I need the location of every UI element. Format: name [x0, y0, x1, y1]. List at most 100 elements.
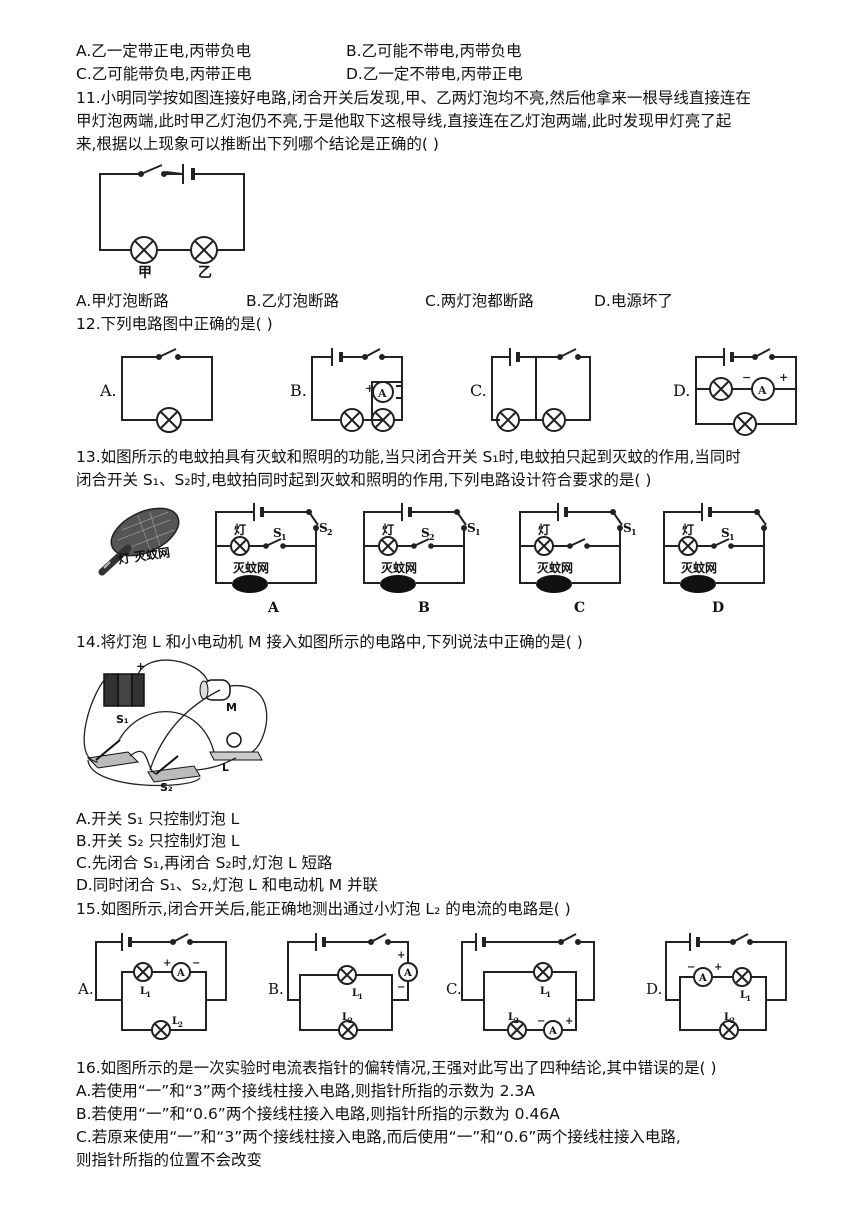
svg-text:S: S: [721, 526, 730, 540]
q14-option-b: B.开关 S₂ 只控制灯泡 L: [76, 832, 240, 850]
svg-text:L: L: [540, 986, 547, 997]
svg-text:1: 1: [475, 527, 481, 537]
svg-text:1: 1: [729, 532, 735, 542]
q14-option-c: C.先闭合 S₁,再闭合 S₂时,灯泡 L 短路: [76, 854, 333, 872]
q12-label-b: B.: [290, 381, 307, 400]
svg-text:A: A: [403, 968, 412, 979]
q15-label-d: D.: [646, 980, 663, 998]
svg-text:L: L: [172, 1016, 179, 1027]
q12-label-c: C.: [470, 381, 487, 400]
svg-text:D: D: [712, 600, 724, 616]
q14-option-d: D.同时闭合 S₁、S₂,灯泡 L 和电动机 M 并联: [76, 876, 379, 894]
svg-text:1: 1: [746, 994, 751, 1003]
svg-text:A: A: [548, 1026, 557, 1037]
q14-label-s1: S₁: [116, 713, 129, 726]
svg-text:B: B: [418, 600, 430, 616]
svg-text:2: 2: [327, 527, 333, 537]
svg-text:+: +: [397, 950, 405, 961]
svg-text:C: C: [574, 600, 585, 616]
svg-text:+: +: [136, 660, 145, 673]
svg-text:灯: 灯: [682, 522, 694, 537]
q11-lamp-label-yi: 乙: [198, 265, 212, 281]
q10-option-b: B.乙可能不带电,丙带负电: [346, 42, 522, 60]
svg-text:S: S: [319, 521, 328, 535]
svg-text:−: −: [397, 982, 405, 993]
q14-stem: 14.将灯泡 L 和小电动机 M 接入如图所示的电路中,下列说法中正确的是( ): [76, 633, 583, 651]
q10-option-c: C.乙可能带负电,丙带正电: [76, 65, 252, 83]
svg-text:灯: 灯: [382, 522, 394, 537]
q13-stem-line2: 闭合开关 S₁、S₂时,电蚊拍同时起到灭蚊和照明的作用,下列电路设计符合要求的是…: [76, 471, 652, 489]
q16-stem: 16.如图所示的是一次实验时电流表指针的偏转情况,王强对此写出了四种结论,其中错…: [76, 1059, 717, 1077]
q11-option-b: B.乙灯泡断路: [246, 292, 340, 310]
svg-text:+: +: [714, 962, 722, 973]
svg-text:灭蚊网: 灭蚊网: [232, 560, 269, 575]
svg-text:−: −: [192, 958, 200, 969]
svg-text:S: S: [467, 521, 476, 535]
svg-text:1: 1: [631, 527, 637, 537]
svg-text:L: L: [352, 988, 359, 999]
svg-text:灭蚊网: 灭蚊网: [380, 560, 417, 575]
q14-label-m: M: [226, 701, 237, 714]
svg-text:灯: 灯: [234, 522, 246, 537]
svg-text:L: L: [342, 1012, 349, 1023]
q16-option-c-line2: 则指针所指的位置不会改变: [76, 1151, 263, 1169]
q15-stem: 15.如图所示,闭合开关后,能正确地测出通过小灯泡 L₂ 的电流的电路是( ): [76, 900, 571, 918]
svg-text:A: A: [267, 600, 280, 616]
svg-text:2: 2: [730, 1016, 735, 1025]
svg-text:1: 1: [281, 532, 287, 542]
svg-text:灭蚊网: 灭蚊网: [680, 560, 717, 575]
q16-option-c-line1: C.若原来使用“一”和“3”两个接线柱接入电路,而后使用“一”和“0.6”两个接…: [76, 1128, 681, 1146]
svg-text:+: +: [163, 958, 171, 969]
q10-option-d: D.乙一定不带电,丙带正电: [346, 65, 523, 83]
svg-text:2: 2: [514, 1016, 519, 1025]
q15-label-a: A.: [78, 980, 94, 998]
q11-option-a: A.甲灯泡断路: [76, 292, 169, 310]
svg-text:A: A: [698, 973, 707, 984]
svg-text:2: 2: [348, 1016, 353, 1025]
svg-text:L: L: [740, 990, 747, 1001]
q12-stem: 12.下列电路图中正确的是( ): [76, 315, 273, 333]
q14-option-a: A.开关 S₁ 只控制灯泡 L: [76, 810, 240, 828]
svg-text:2: 2: [429, 532, 435, 542]
svg-text:S: S: [273, 526, 282, 540]
svg-text:A: A: [377, 387, 387, 400]
svg-text:S: S: [623, 521, 632, 535]
svg-text:L: L: [724, 1012, 731, 1023]
q16-option-b: B.若使用“一”和“0.6”两个接线柱接入电路,则指针所指的示数为 0.46A: [76, 1105, 560, 1123]
svg-text:+: +: [365, 382, 374, 395]
svg-text:S: S: [421, 526, 430, 540]
svg-text:灯: 灯: [538, 522, 550, 537]
q15-label-b: B.: [268, 980, 284, 998]
q16-option-a: A.若使用“一”和“3”两个接线柱接入电路,则指针所指的示数为 2.3A: [76, 1082, 535, 1100]
svg-text:A: A: [176, 968, 185, 979]
q13-stem-line1: 13.如图所示的电蚊拍具有灭蚊和照明的功能,当只闭合开关 S₁时,电蚊拍只起到灭…: [76, 448, 741, 466]
svg-text:−: −: [742, 371, 751, 384]
svg-text:L: L: [140, 986, 147, 997]
svg-text:−: −: [537, 1016, 545, 1027]
q15-label-c: C.: [446, 980, 462, 998]
svg-text:+: +: [565, 1016, 573, 1027]
svg-text:1: 1: [546, 990, 551, 999]
svg-text:灭蚊网: 灭蚊网: [536, 560, 573, 575]
svg-text:1: 1: [358, 992, 363, 1001]
q11-stem-line1: 11.小明同学按如图连接好电路,闭合开关后发现,甲、乙两灯泡均不亮,然后他拿来一…: [76, 89, 751, 107]
svg-text:+: +: [779, 371, 788, 384]
q12-label-a: A.: [100, 381, 117, 400]
q10-option-a: A.乙一定带正电,丙带负电: [76, 42, 252, 60]
svg-text:L: L: [508, 1012, 515, 1023]
q11-stem-line3: 来,根据以上现象可以推断出下列哪个结论是正确的( ): [76, 135, 439, 153]
q14-label-l: L: [222, 761, 230, 774]
q14-label-s2: S₂: [160, 781, 173, 794]
q11-stem-line2: 甲灯泡两端,此时甲乙灯泡仍不亮,于是他取下这根导线,直接连在乙灯泡两端,此时发现…: [76, 112, 732, 130]
svg-text:−: −: [687, 962, 695, 973]
q11-option-c: C.两灯泡都断路: [425, 292, 534, 310]
q11-lamp-label-jia: 甲: [138, 265, 152, 281]
svg-text:2: 2: [178, 1020, 183, 1029]
svg-text:A: A: [757, 384, 767, 397]
